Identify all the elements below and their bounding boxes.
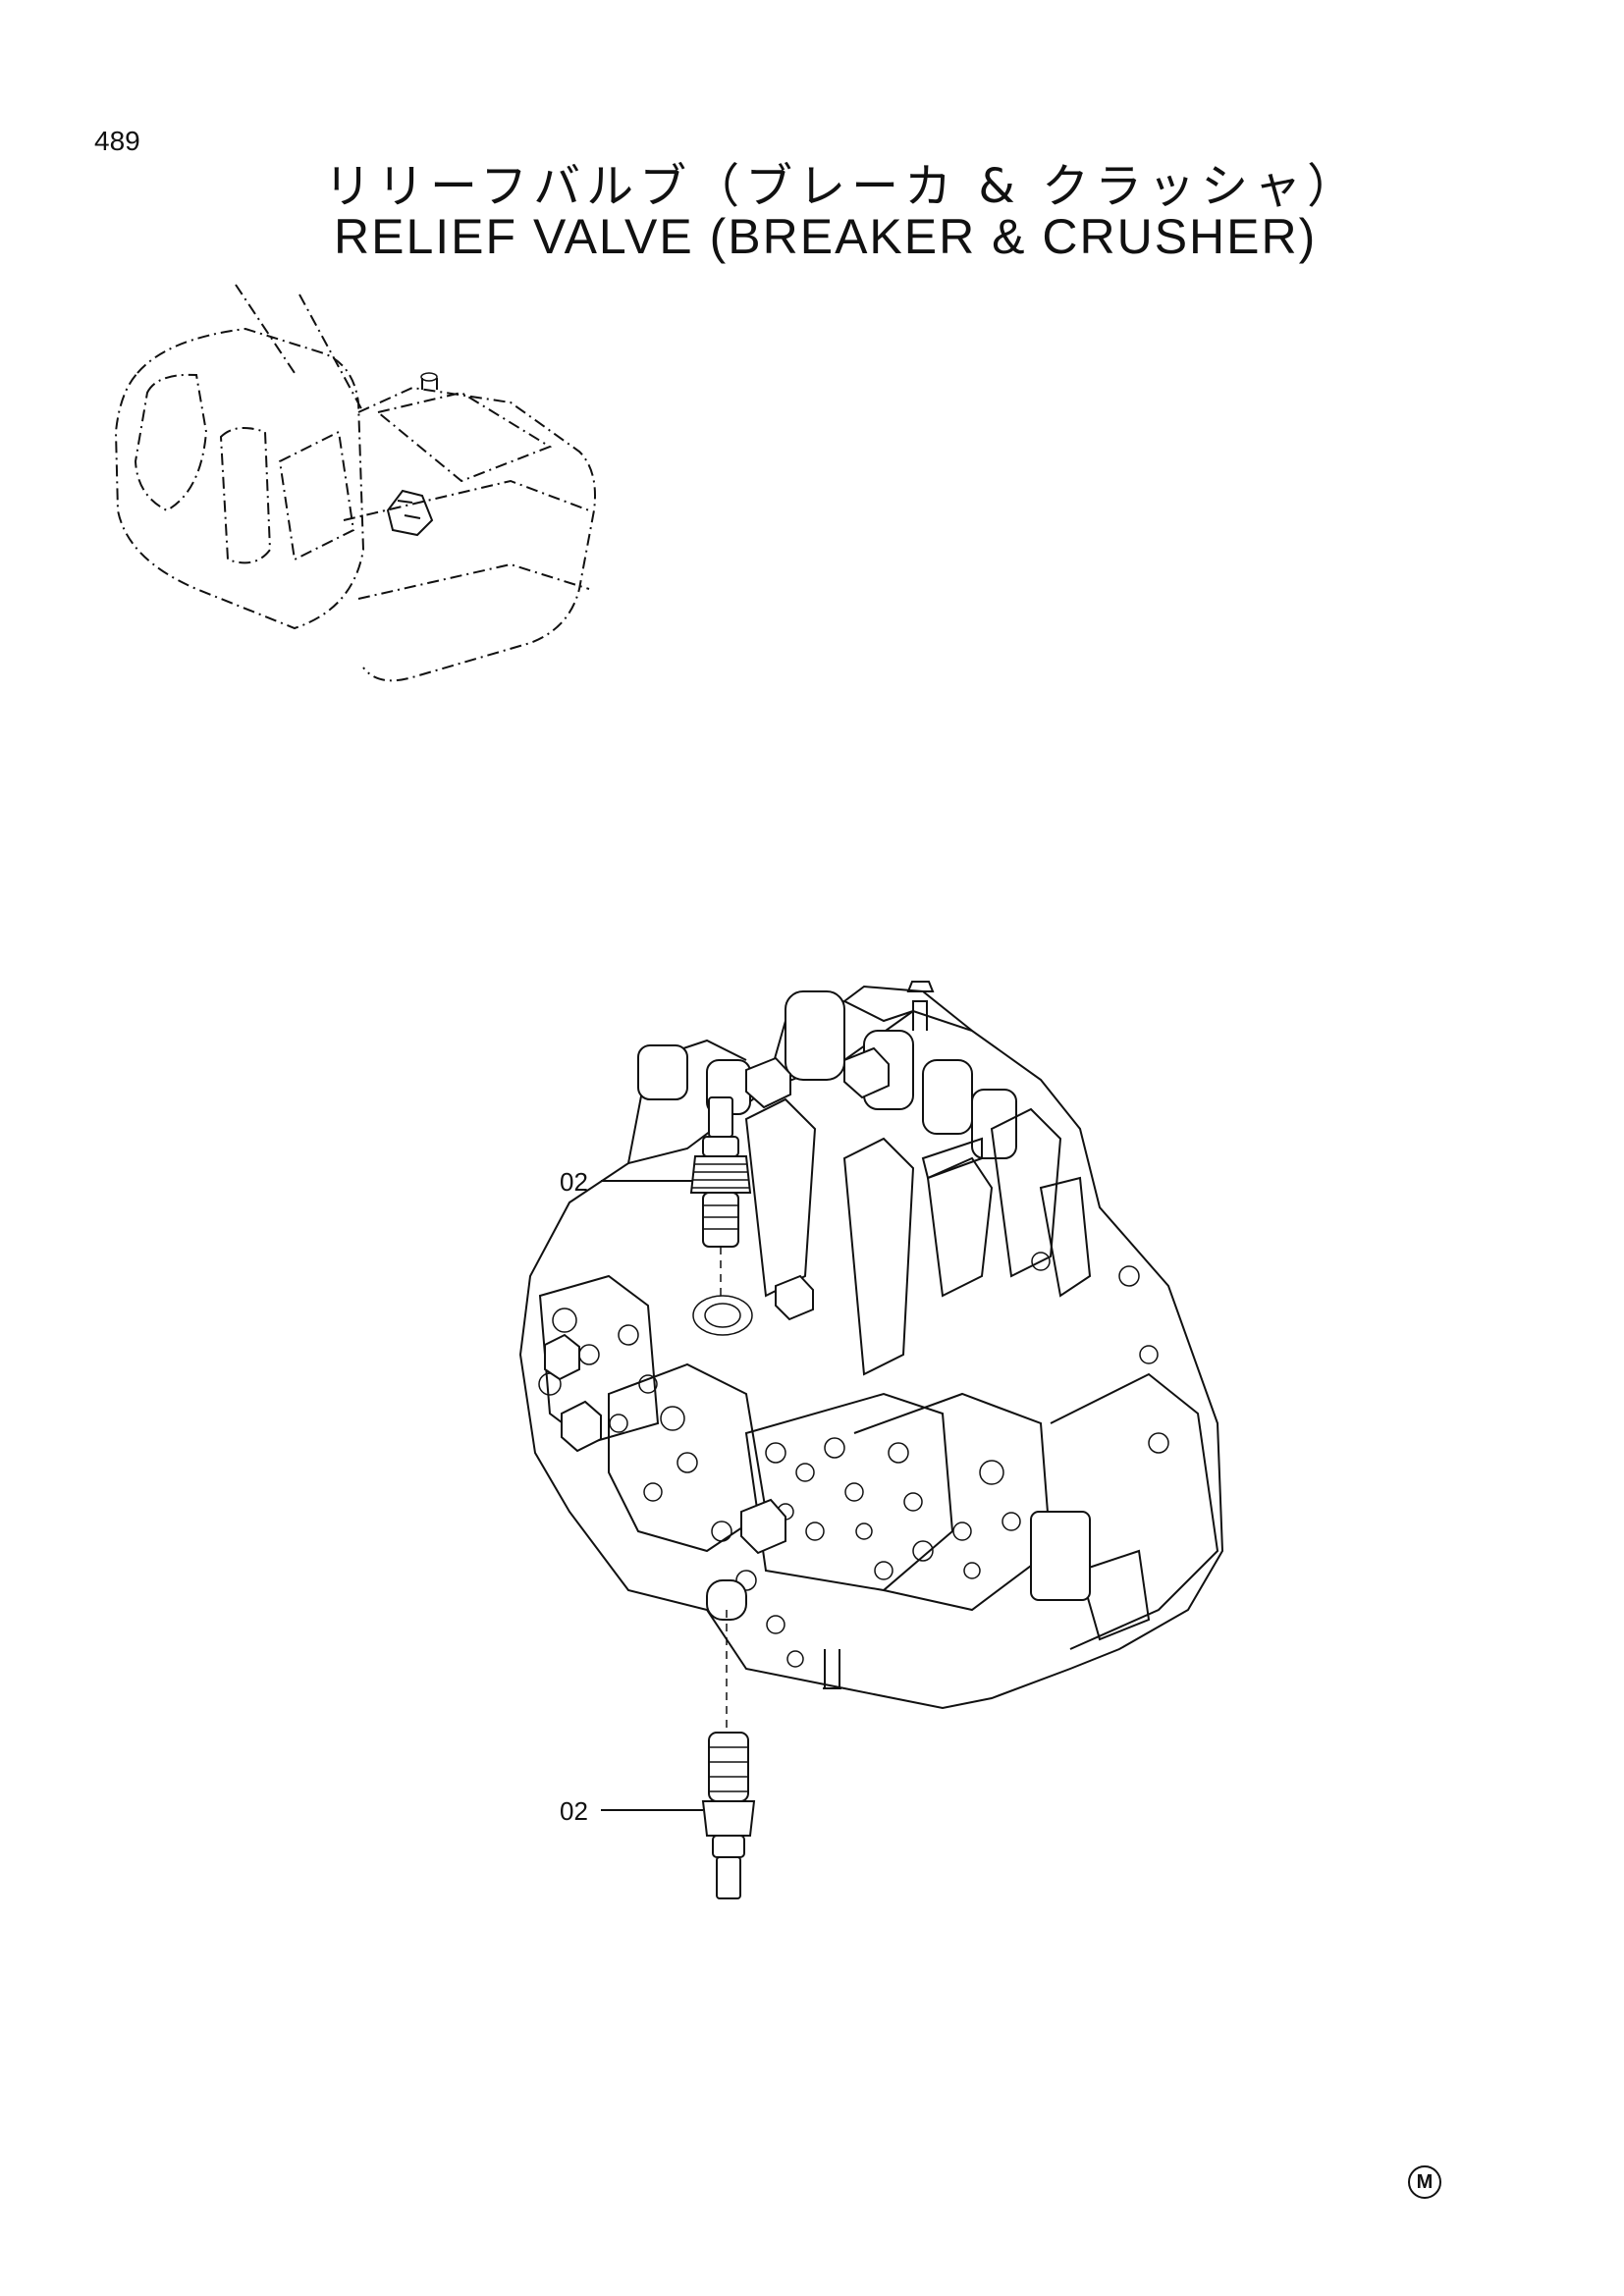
control-valve-drawing	[518, 981, 1224, 1710]
page-number: 489	[94, 126, 140, 156]
relief-valve-lower	[601, 1610, 756, 1899]
callout-02-lower: 02	[560, 1796, 588, 1826]
excavator-location-drawing	[114, 284, 596, 682]
callout-02-upper: 02	[560, 1167, 588, 1197]
relief-valve-upper	[601, 1096, 752, 1296]
title-japanese: リリーフバルブ（ブレーカ & クラッシャ）	[324, 159, 1361, 214]
title-english: RELIEF VALVE (BREAKER & CRUSHER)	[334, 209, 1318, 264]
m-mark: M	[1408, 2165, 1441, 2199]
